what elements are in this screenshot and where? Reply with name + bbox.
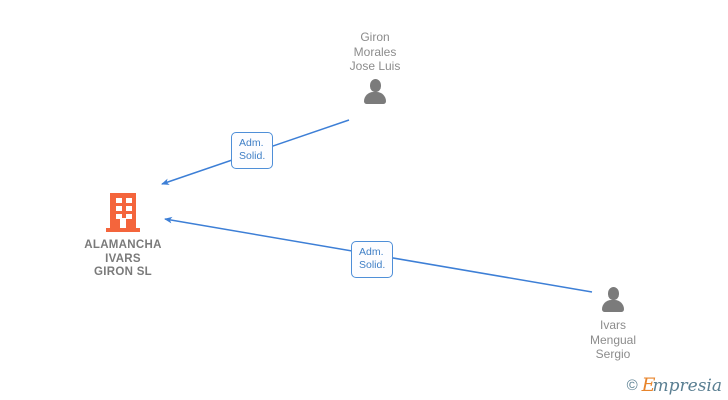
watermark: © E mpresia [627,376,722,395]
person-node-1[interactable]: Giron Morales Jose Luis [315,30,435,106]
person-icon [599,286,627,314]
person-name-label-1: Giron Morales Jose Luis [349,30,401,73]
edge-label-person2[interactable]: Adm. Solid. [351,241,394,278]
copyright-icon: © [626,377,638,394]
company-node[interactable]: ALAMANCHA IVARS GIRON SL [43,193,203,280]
brand-initial: E [641,374,656,396]
brand-name: mpresia [652,376,723,396]
company-name-label: ALAMANCHA IVARS GIRON SL [84,239,162,278]
person-icon [361,78,389,106]
person-node-2[interactable]: Ivars Mengual Sergio [553,286,673,362]
person-name-label-2: Ivars Mengual Sergio [589,318,637,361]
building-icon [106,193,140,233]
edge-label-person1[interactable]: Adm. Solid. [231,132,274,169]
